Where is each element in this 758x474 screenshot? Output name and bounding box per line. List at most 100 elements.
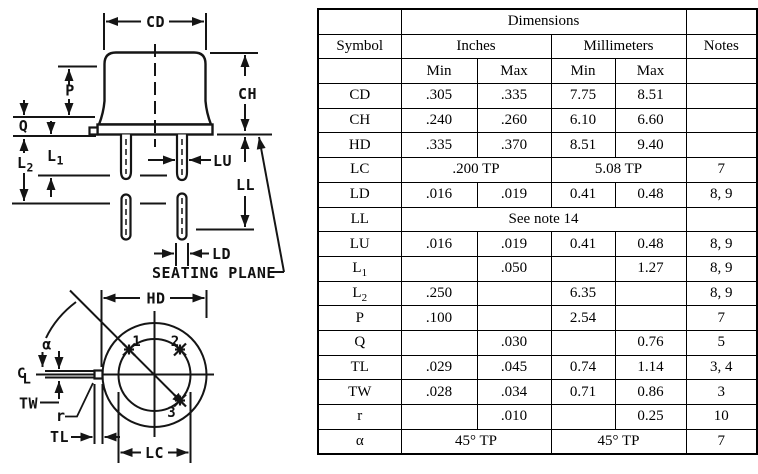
label-ch: CH [238,85,257,103]
value-cell: .019 [476,231,552,257]
index-tab-side [88,126,99,136]
notes-cell: 7 [685,157,758,183]
header-row-units: Symbol Inches Millimeters Notes [317,33,758,60]
inches-min-header: Min [400,58,478,85]
notes-cell: 8, 9 [685,280,758,307]
value-cell: See note 14 [400,206,687,233]
r-dimension: r [56,382,94,425]
dimensions-header: Dimensions [400,8,687,35]
table-row: P.100 2.54 7 [317,305,758,331]
value-cell [400,255,478,282]
symbol-cell: LU [317,231,402,257]
symbol-cell: CH [317,107,402,134]
tw-dimension: TW [19,351,64,413]
label-hd: HD [146,290,165,308]
bottom-view: HD α C L [17,290,214,463]
label-l1: L1 [47,147,64,168]
value-cell: .016 [400,181,478,208]
symbol-cell: LD [317,181,402,208]
notes-cell: 3, 4 [685,354,758,381]
symbol-cell: P [317,305,402,331]
notes-cell: 5 [685,329,758,356]
label-p: P [65,82,75,100]
dimensions-table-head: Dimensions Symbol Inches Millimeters Not… [317,8,758,85]
value-cell: 0.48 [614,231,687,257]
value-cell: .030 [476,329,552,356]
symbol-cell: Q [317,329,402,356]
ld-dimension: LD [154,243,231,266]
label-l2: L2 [17,154,34,175]
dimensions-table: Dimensions Symbol Inches Millimeters Not… [317,8,758,456]
centerline-c: C [17,366,25,382]
inches-max-header: Max [476,58,552,85]
inches-header: Inches [400,33,552,60]
value-cell: 6.60 [614,107,687,134]
label-ld: LD [212,245,231,263]
label-q: Q [19,117,29,135]
value-cell: .010 [476,404,552,430]
notes-cell [685,132,758,159]
value-cell [614,305,687,331]
value-cell: 8.51 [550,132,616,159]
value-cell: 0.48 [614,181,687,208]
millimeters-header: Millimeters [550,33,687,60]
value-cell: 0.74 [550,354,616,381]
value-cell: 2.54 [550,305,616,331]
label-pin2: 2 [171,334,179,350]
notes-cell [685,83,758,109]
symbol-cell: CD [317,83,402,109]
value-cell: .240 [400,107,478,134]
value-cell [476,305,552,331]
value-cell [476,280,552,307]
value-cell: 6.10 [550,107,616,134]
value-cell: .029 [400,354,478,381]
pin1-marker [122,342,136,357]
symbol-cell: TL [317,354,402,381]
value-cell [400,404,478,430]
header-row-dimensions: Dimensions [317,8,758,35]
symbol-cell: r [317,404,402,430]
ch-ll-dimensions: CH LL [196,52,272,231]
l1-l2-dimensions: L2 L1 [12,139,167,205]
value-cell: .019 [476,181,552,208]
mm-max-header: Max [614,58,687,85]
p-q-dimensions: P Q [13,65,97,137]
value-cell: .034 [476,379,552,405]
value-cell: 45° TP [400,428,552,455]
notes-cell [685,206,758,233]
value-cell: 45° TP [550,428,687,455]
value-cell: .200 TP [400,157,552,183]
value-cell: 0.41 [550,181,616,208]
value-cell: .335 [476,83,552,109]
value-cell: 7.75 [550,83,616,109]
index-tab-bottom [45,369,104,380]
symbol-cell: HD [317,132,402,159]
empty-cell [317,58,402,85]
hd-dimension: HD [100,290,208,367]
value-cell: 9.40 [614,132,687,159]
symbol-cell: α [317,428,402,455]
value-cell: .305 [400,83,478,109]
centerline-l: L [23,372,31,388]
value-cell: 5.08 TP [550,157,687,183]
value-cell: .016 [400,231,478,257]
pin-markers [122,342,187,408]
notes-cell: 7 [685,428,758,455]
value-cell: 0.76 [614,329,687,356]
label-alpha: α [42,336,52,354]
notes-cell: 7 [685,305,758,331]
value-cell [400,329,478,356]
value-cell: .100 [400,305,478,331]
empty-cell [685,8,758,35]
